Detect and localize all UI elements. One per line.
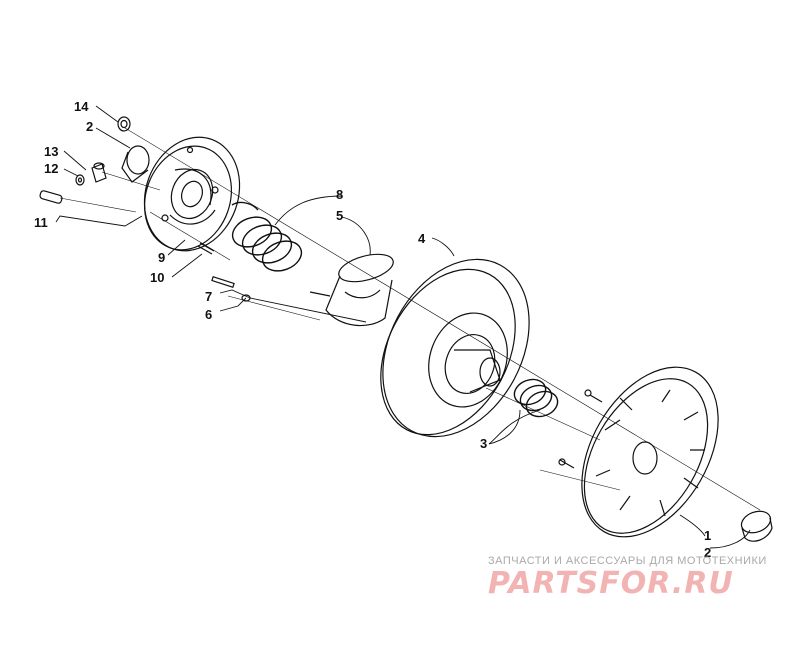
callout-4: 4	[418, 231, 426, 246]
part-2-bushing-top	[121, 145, 150, 183]
watermark-logo: PARTSFOR.RU	[488, 566, 734, 601]
part-13-collar	[91, 162, 107, 183]
part-8-spring	[231, 201, 303, 272]
callout-11: 11	[34, 215, 48, 230]
part-4-sheave	[380, 258, 530, 438]
part-5-retainer	[309, 253, 394, 327]
callout-1: 1	[704, 528, 712, 543]
callout-14: 14	[74, 99, 89, 114]
part-7-bolt	[211, 275, 235, 289]
part-14-cap	[117, 116, 131, 132]
watermark-tagline: ЗАПЧАСТИ И АКСЕССУАРЫ ДЛЯ МОТОТЕХНИКИ	[488, 555, 767, 567]
part-3-springs	[513, 378, 559, 418]
callout-8: 8	[336, 187, 344, 202]
part-2-bushing-bottom	[740, 510, 773, 542]
part-11-pin	[39, 190, 63, 204]
callout-2-top: 2	[86, 119, 94, 134]
callout-3: 3	[480, 436, 488, 451]
part-6-washer	[241, 294, 251, 302]
callout-6: 6	[205, 307, 213, 322]
callout-7: 7	[205, 289, 213, 304]
callout-2-bottom: 2	[704, 545, 712, 560]
part-cam-plate	[143, 136, 241, 252]
leader-lines	[55, 105, 751, 549]
callout-13: 13	[44, 144, 59, 159]
callout-12: 12	[44, 161, 59, 176]
assembly-axis	[59, 127, 761, 511]
callout-5: 5	[336, 208, 344, 223]
callout-10: 10	[150, 270, 165, 285]
part-10-roll-pin	[197, 242, 215, 255]
callout-9: 9	[158, 250, 166, 265]
part-1-fixed-sheave	[558, 366, 719, 538]
part-12-nut	[75, 174, 85, 186]
